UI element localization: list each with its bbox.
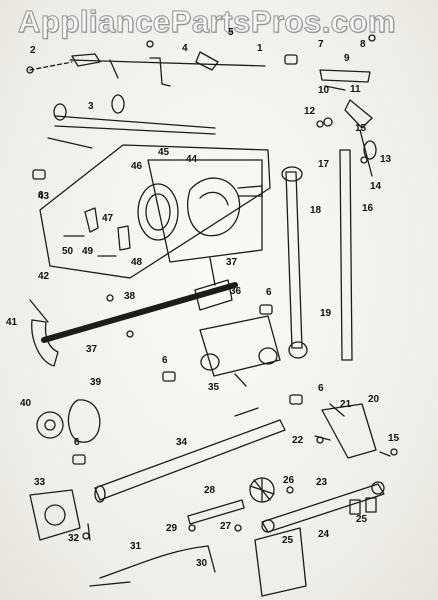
part-23-lower-link <box>254 481 385 597</box>
callout-30: 30 <box>196 558 208 569</box>
callout-14: 14 <box>370 181 382 192</box>
callout-9: 9 <box>344 53 350 64</box>
callout-26: 26 <box>283 475 295 486</box>
callout-10: 10 <box>318 85 330 96</box>
callout-29: 29 <box>166 523 178 534</box>
callout-41: 41 <box>6 317 18 328</box>
callout-3: 3 <box>88 101 94 112</box>
callout-11: 11 <box>350 84 361 95</box>
callout-44: 44 <box>186 154 198 165</box>
callout-38: 38 <box>124 291 136 302</box>
callout-48: 48 <box>131 257 143 268</box>
part-31-wire <box>89 545 216 587</box>
callout-22: 22 <box>292 435 304 446</box>
callout-31: 31 <box>130 541 142 552</box>
callout-37a: 37 <box>226 257 238 268</box>
callout-46: 46 <box>131 161 143 172</box>
part-41-rock-shaft <box>29 257 238 367</box>
part-35-bracket <box>199 315 281 387</box>
callout-6e: 6 <box>74 437 80 448</box>
callout-28: 28 <box>204 485 216 496</box>
callout-33: 33 <box>34 477 46 488</box>
callout-18: 18 <box>310 205 322 216</box>
callout-12: 12 <box>304 106 316 117</box>
callout-4: 4 <box>182 43 188 54</box>
callout-24: 24 <box>318 529 330 540</box>
callout-1: 1 <box>257 43 263 54</box>
callout-7: 7 <box>318 39 324 50</box>
callout-19: 19 <box>320 308 332 319</box>
callout-34: 34 <box>176 437 188 448</box>
callout-6c: 6 <box>162 355 168 366</box>
callout-15b: 15 <box>388 433 400 444</box>
callout-17: 17 <box>318 159 330 170</box>
part-40-bobbin-case <box>36 399 101 443</box>
callout-50: 50 <box>62 246 74 257</box>
callout-45: 45 <box>158 147 170 158</box>
callout-25a: 25 <box>356 514 368 525</box>
part-33-gear-housing <box>29 489 91 541</box>
part-9-linkage <box>319 69 377 177</box>
callout-37b: 37 <box>86 344 98 355</box>
callout-42: 42 <box>38 271 50 282</box>
screws <box>26 34 398 540</box>
callout-16: 16 <box>362 203 374 214</box>
part-34-lower-shaft <box>94 407 286 503</box>
callout-15a: 15 <box>355 123 367 134</box>
callout-21: 21 <box>340 399 352 410</box>
callout-8: 8 <box>360 39 366 50</box>
callout-5: 5 <box>228 27 234 38</box>
callout-20: 20 <box>368 394 380 405</box>
callout-23: 23 <box>316 477 328 488</box>
callout-39: 39 <box>90 377 102 388</box>
callout-27: 27 <box>220 521 232 532</box>
part-6-fittings <box>32 54 303 465</box>
part-43-hook-assembly-inset <box>39 144 271 279</box>
part-18-connecting-rod <box>281 166 308 359</box>
callout-6b: 6 <box>266 287 272 298</box>
watermark-logo: AppliancePartsPros.com <box>17 3 396 39</box>
callout-43: 43 <box>38 191 50 202</box>
callout-2: 2 <box>30 45 36 56</box>
part-17-vertical-rod <box>339 149 353 361</box>
part-26-gear <box>249 477 275 503</box>
part-1-upper-shaft <box>29 51 266 87</box>
callout-32: 32 <box>68 533 80 544</box>
part-28-pin <box>187 499 245 525</box>
callout-49: 49 <box>82 246 94 257</box>
callout-25b: 25 <box>282 535 294 546</box>
callout-40: 40 <box>20 398 32 409</box>
callout-35: 35 <box>208 382 220 393</box>
callout-47: 47 <box>102 213 114 224</box>
callout-36: 36 <box>230 286 242 297</box>
callout-13: 13 <box>380 154 392 165</box>
part-3-shaft <box>47 94 216 149</box>
part-20-right-bracket <box>314 403 391 459</box>
callout-6a: 6 <box>38 190 44 201</box>
callout-6d: 6 <box>318 383 324 394</box>
